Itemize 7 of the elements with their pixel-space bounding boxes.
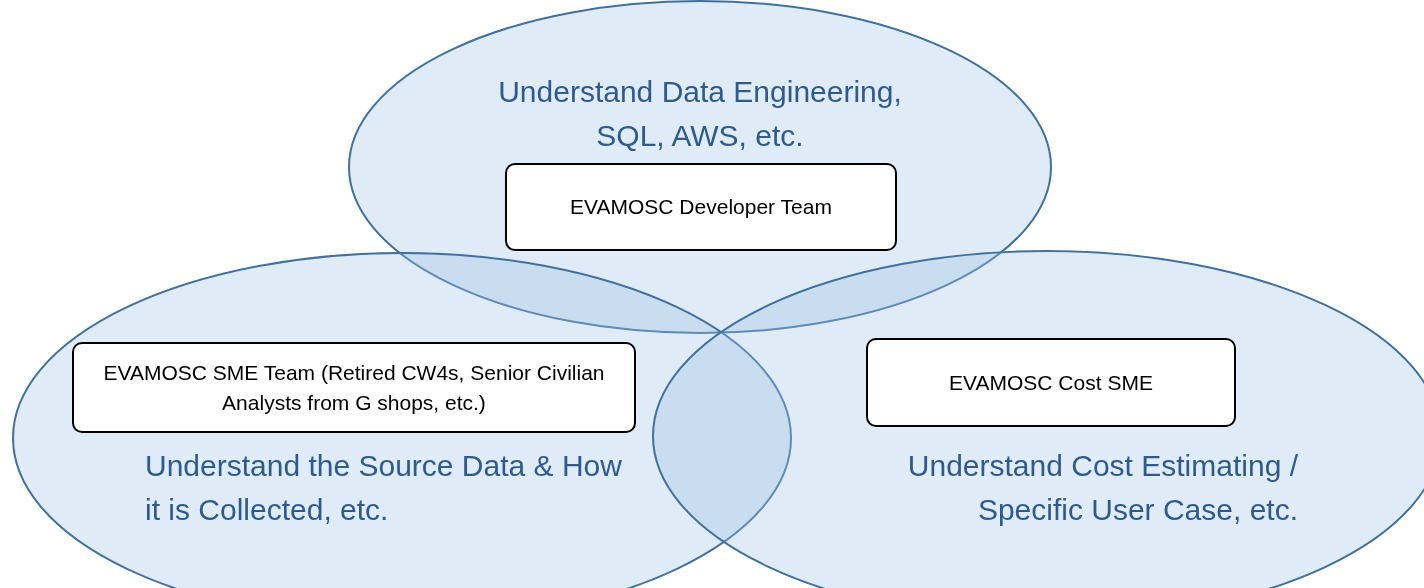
team-box: EVAMOSC Cost SME xyxy=(866,338,1236,427)
team-box: EVAMOSC Developer Team xyxy=(505,163,897,251)
venn-ellipse xyxy=(348,0,1052,334)
circle-heading: Understand Cost Estimating / Specific User Case, etc. xyxy=(906,448,1298,528)
team-box: EVAMOSC SME Team (Retired CW4s, Senior Civilian Analysts from G shops, etc.) xyxy=(72,342,636,433)
circle-heading: Understand Data Engineering, SQL, AWS, etc. xyxy=(497,74,903,154)
circle-heading: Understand the Source Data & How it is Collected, etc. xyxy=(145,448,623,528)
